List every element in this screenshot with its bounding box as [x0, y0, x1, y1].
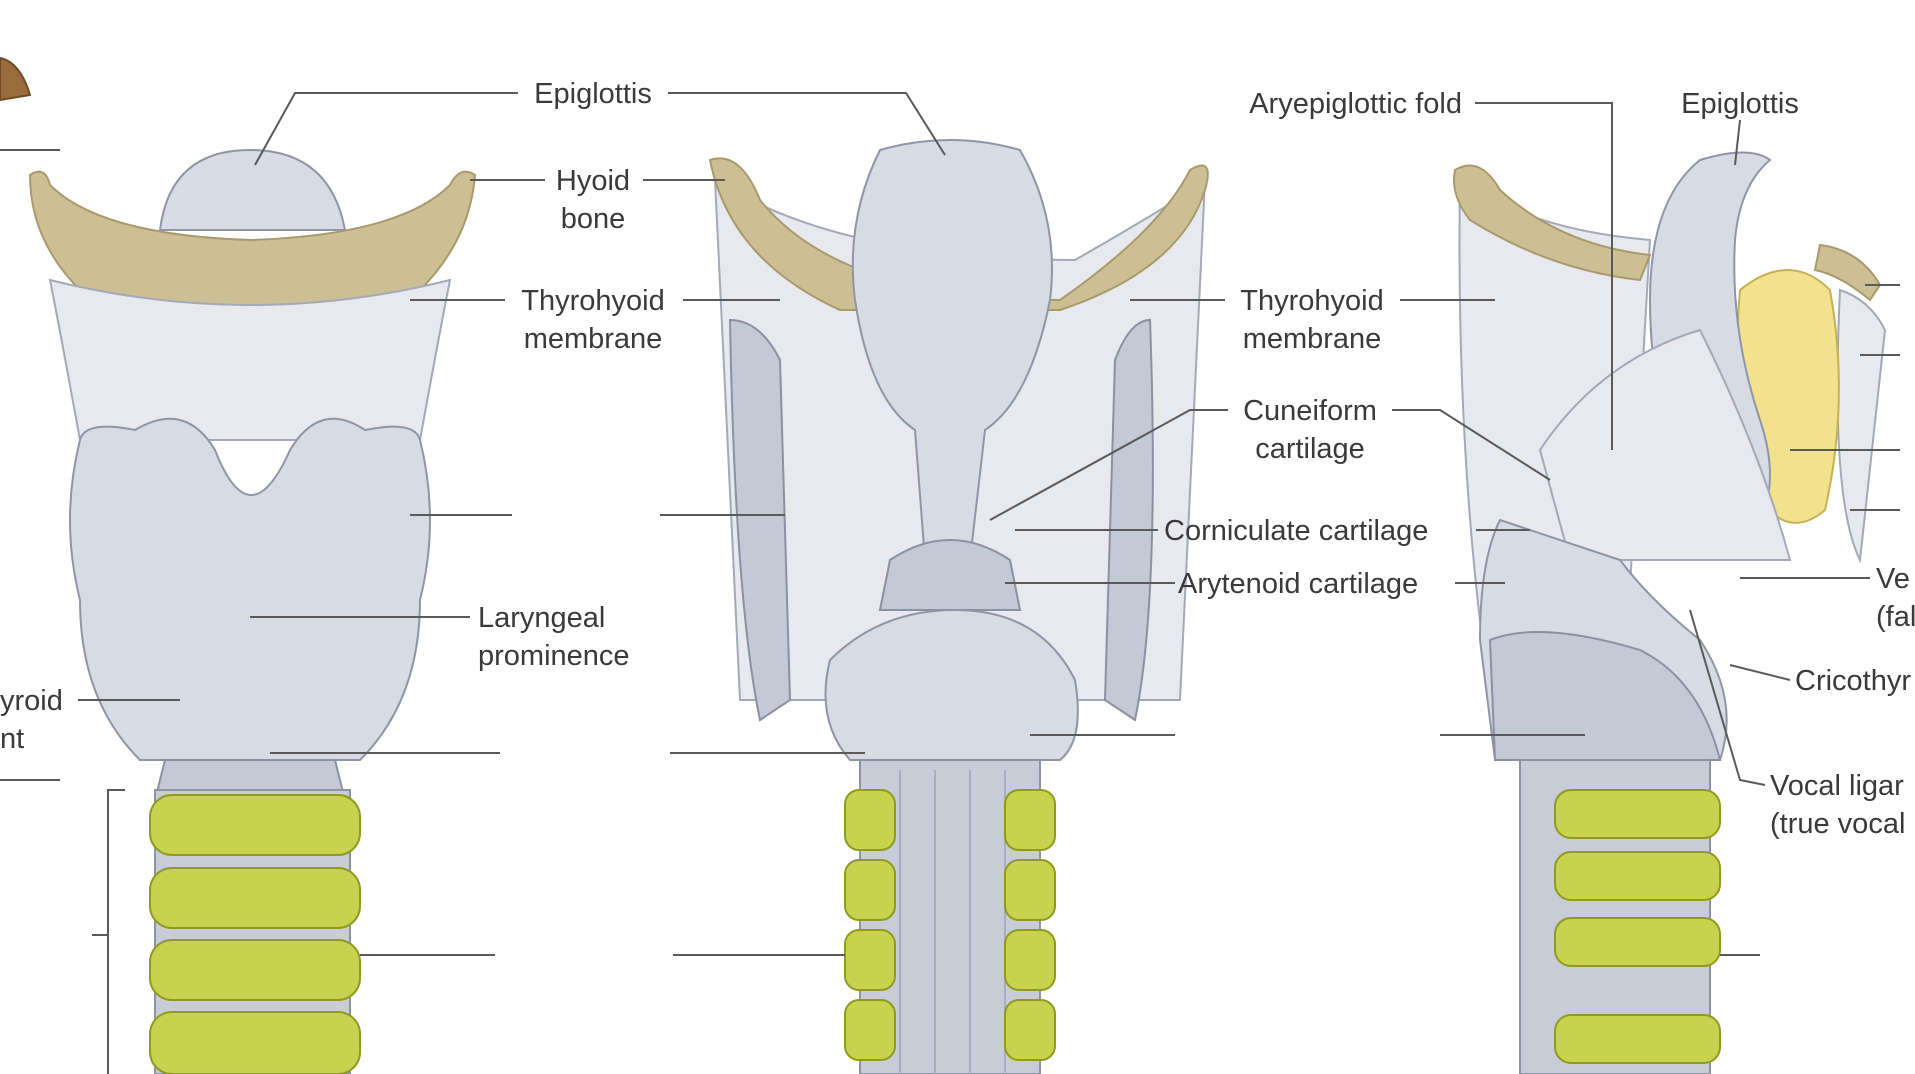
hyoid-bone-shape-middle [708, 157, 1209, 311]
leader-lines [0, 92, 1900, 956]
tracheal-ring-middle-right-3 [1004, 929, 1056, 991]
hyoid-bone-shape-right [1453, 164, 1652, 282]
leader-line-aryepiglottic [1475, 102, 1613, 450]
label-vestibular-fold-line2: (fal [1876, 601, 1915, 633]
label-thyrohyoid-left-line2: membrane [524, 323, 663, 355]
tracheal-ring-right-4 [1554, 1014, 1721, 1064]
anterior-view [0, 56, 477, 1074]
thyrohyoid-membrane-shape-left [48, 278, 452, 441]
labels: Epiglottis Hyoid bone Thyrohyoid membran… [0, 78, 1915, 840]
tracheal-ring-right-3 [1554, 917, 1721, 967]
tracheal-ring-right-2 [1554, 851, 1721, 901]
label-thyroid-notch-line2: nt [0, 723, 24, 755]
label-corniculate-cartilage: Corniculate cartilage [1164, 515, 1428, 547]
label-arytenoid-cartilage: Arytenoid cartilage [1178, 568, 1418, 600]
thyroid-lamina-right-middle [1103, 318, 1154, 722]
leader-line-epiglottis [254, 92, 518, 166]
thyroid-cartilage-shape-left [69, 417, 431, 761]
membrane-edge-right [1836, 288, 1887, 564]
label-thyrohyoid-left: Thyrohyoid [521, 285, 664, 317]
label-vestibular-fold: Ve [1876, 563, 1910, 595]
label-hyoid-bone-line2: bone [561, 203, 626, 235]
leader-line-epiglottis-right [1734, 119, 1741, 166]
tracheal-ring-left-1 [149, 794, 361, 856]
leader-line-epiglottis [668, 92, 946, 156]
tracheal-ring-middle-right-4 [1004, 999, 1056, 1061]
aryepiglottic-fold-shape-right [1538, 328, 1792, 561]
label-cricothyroid: Cricothyr [1795, 665, 1911, 697]
arytenoid-shape-middle [878, 539, 1022, 611]
thyroid-lamina-left-middle [728, 318, 792, 722]
tracheal-ring-left-4 [149, 1011, 361, 1074]
tracheal-ring-left-3 [149, 939, 361, 1001]
tracheal-ring-middle-left-3 [844, 929, 896, 991]
posterior-view [708, 139, 1209, 1074]
hyoid-bone-fragment-right [1813, 243, 1882, 302]
tracheal-ring-middle-right-1 [1004, 789, 1056, 851]
cricoid-cartilage-shape-middle [824, 608, 1079, 761]
tracheal-ring-left-2 [149, 867, 361, 929]
label-epiglottis-center: Epiglottis [534, 78, 652, 110]
label-thyrohyoid-right: Thyrohyoid [1240, 285, 1383, 317]
leader-line-cuneiform [989, 409, 1228, 521]
cricoid-cartilage-shape-right [1488, 631, 1722, 761]
label-cuneiform-cartilage-line2: cartilage [1255, 433, 1365, 465]
trachea-bracket-left [92, 789, 125, 1074]
label-hyoid-bone: Hyoid [556, 165, 630, 197]
tongue-fragment [0, 56, 32, 102]
label-thyroid-notch: yroid [0, 685, 63, 717]
tracheal-ring-middle-left-2 [844, 859, 896, 921]
label-laryngeal-prominence: Laryngeal [478, 602, 605, 634]
leader-line-cuneiform [1392, 409, 1551, 481]
leader-line-cricothyroid [1729, 664, 1791, 681]
sagittal-view [1453, 151, 1887, 1074]
tracheal-ring-right-1 [1554, 789, 1721, 839]
label-thyrohyoid-right-line2: membrane [1243, 323, 1382, 355]
epiglottis-shape-middle [851, 139, 1053, 561]
leader-line-vocal [1689, 609, 1766, 786]
label-cuneiform-cartilage: Cuneiform [1243, 395, 1377, 427]
epiglottis-shape-left [158, 148, 347, 231]
tracheal-ring-middle-left-4 [844, 999, 896, 1061]
label-aryepiglottic-fold: Aryepiglottic fold [1249, 88, 1462, 120]
label-laryngeal-prominence-line2: prominence [478, 640, 630, 672]
label-epiglottis-right: Epiglottis [1681, 88, 1799, 120]
label-vocal-ligament-line2: (true vocal [1770, 808, 1905, 840]
tracheal-ring-middle-right-2 [1004, 859, 1056, 921]
tracheal-ring-middle-left-1 [844, 789, 896, 851]
label-vocal-ligament: Vocal ligar [1770, 770, 1904, 802]
